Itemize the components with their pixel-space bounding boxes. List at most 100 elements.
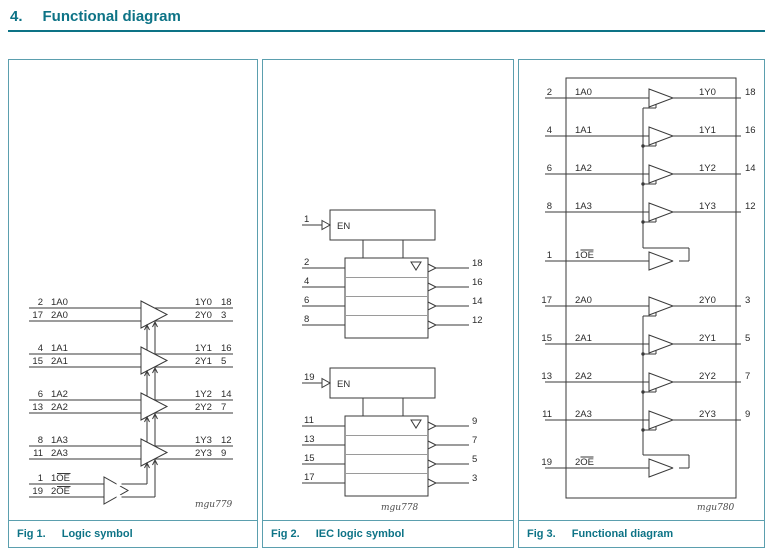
buffer-triangle: [648, 88, 675, 108]
signal-label: 2Y0: [699, 295, 716, 306]
signal-label: 2A1: [51, 356, 68, 367]
signal-label: 2A3: [51, 448, 68, 459]
buffer-triangle: [140, 300, 169, 329]
pin-number: 8: [38, 435, 43, 446]
oe-signal-label: 1OE: [575, 250, 594, 261]
en-block: [329, 367, 436, 399]
figure-caption: Fig 1. Logic symbol: [9, 520, 257, 547]
polarity-icon: [427, 263, 438, 273]
iec-block-1: EN 1 2 4 6 8 18 16 14: [302, 209, 483, 339]
drawing-code: mgu778: [381, 503, 419, 513]
signal-label: 1Y3: [699, 201, 716, 212]
polarity-icon: [427, 301, 438, 311]
signal-label: 1A1: [575, 125, 592, 136]
pin-number: 7: [472, 435, 477, 446]
signal-label: 1Y1: [195, 343, 212, 354]
figure-1-logic-symbol: 2 1A0 17 2A0 1Y0 18 2Y0 3 4 1A1 15 2A1 1…: [8, 59, 258, 548]
polarity-icon: [427, 421, 438, 431]
signal-label: 2A0: [575, 295, 592, 306]
pin-number: 3: [472, 473, 477, 484]
fig1-enable-arrows: [144, 320, 158, 469]
fig2-diagram: EN 1 2 4 6 8 18 16 14: [302, 209, 483, 513]
pin-number: 13: [32, 402, 43, 413]
page-title: Functional diagram: [42, 8, 181, 25]
ic-outline: [565, 77, 737, 499]
pin-number: 2: [38, 297, 43, 308]
signal-label: 2Y1: [195, 356, 212, 367]
figure-caption-title: Logic symbol: [61, 528, 133, 540]
pin-number: 5: [221, 356, 226, 367]
figure-caption: Fig 3. Functional diagram: [519, 520, 764, 547]
figure-3-functional-diagram: 2 1A0 1Y0 18 4 1A1 1Y1 16 6 1A2 1Y2 14 8…: [518, 59, 765, 548]
pin-number: 4: [304, 276, 309, 287]
inverter-bubble: [116, 494, 122, 500]
signal-label: 2Y1: [699, 333, 716, 344]
signal-label: 2A1: [575, 333, 592, 344]
pin-number: 11: [33, 448, 43, 459]
pin-number: 1: [304, 214, 309, 225]
signal-label: 1A3: [51, 435, 68, 446]
buffer-triangle: [648, 410, 675, 430]
buffer-triangle: [648, 372, 675, 392]
polarity-icon: [427, 440, 438, 450]
signal-label: 1A0: [575, 87, 592, 98]
pin-number: 12: [221, 435, 232, 446]
array-block: [344, 415, 429, 497]
oe-buffer-triangle: [103, 476, 130, 505]
polarity-icon: [321, 377, 332, 389]
fig1-diagram: 2 1A0 17 2A0 1Y0 18 2Y0 3 4 1A1 15 2A1 1…: [29, 297, 233, 510]
signal-label: 1Y1: [699, 125, 716, 136]
pin-number: 9: [745, 409, 750, 420]
en-label: EN: [337, 221, 350, 232]
en-block: [329, 209, 436, 241]
pin-number: 19: [541, 457, 552, 468]
pin-number: 15: [32, 356, 43, 367]
signal-label: 2A0: [51, 310, 68, 321]
pin-number: 6: [38, 389, 43, 400]
pin-number: 13: [541, 371, 552, 382]
pin-number: 9: [221, 448, 226, 459]
fig3-buffer-triangles: [648, 88, 675, 478]
signal-label: 2A3: [575, 409, 592, 420]
inverter-bubble: [116, 481, 122, 487]
pin-number: 3: [221, 310, 226, 321]
pin-number: 11: [304, 415, 314, 426]
buffer-triangle: [648, 164, 675, 184]
pin-number: 15: [541, 333, 552, 344]
fig1-buffer-triangles: [103, 300, 169, 505]
signal-label: 2A2: [51, 402, 68, 413]
signal-label: 2Y3: [195, 448, 212, 459]
pin-number: 16: [745, 125, 756, 136]
buffer-triangle: [648, 202, 675, 222]
pin-number: 17: [541, 295, 552, 306]
pin-number: 18: [221, 297, 232, 308]
signal-label: 2Y2: [195, 402, 212, 413]
pin-number: 16: [472, 277, 483, 288]
pin-number: 5: [472, 454, 477, 465]
figure-caption-label: Fig 1.: [17, 528, 46, 540]
iec-block-2: EN 19 11 13 15 17 9 7 5: [302, 367, 477, 497]
pin-number: 18: [472, 258, 483, 269]
pin-number: 14: [472, 296, 483, 307]
pin-number: 7: [221, 402, 226, 413]
pin-number: 6: [304, 295, 309, 306]
pin-number: 15: [304, 453, 315, 464]
fig3-junction-dots: [641, 144, 645, 432]
signal-label: 1A2: [575, 163, 592, 174]
polarity-icon: [427, 459, 438, 469]
figure-caption-title: Functional diagram: [571, 528, 674, 540]
section-number: 4.: [10, 8, 23, 25]
signal-label: 1Y2: [699, 163, 716, 174]
pin-number: 8: [304, 314, 309, 325]
pin-number: 4: [547, 125, 552, 136]
pin-number: 11: [542, 409, 552, 420]
oe-buffer-triangle: [648, 458, 675, 478]
buffer-triangle: [140, 346, 169, 375]
figure-2-iec-logic-symbol: EN 1 2 4 6 8 18 16 14: [262, 59, 514, 548]
array-block: [344, 257, 429, 339]
polarity-icon: [427, 478, 438, 488]
pin-number: 1: [38, 473, 43, 484]
inverter-bubble: [673, 258, 679, 264]
pin-number: 14: [221, 389, 232, 400]
buffer-triangle: [140, 392, 169, 421]
